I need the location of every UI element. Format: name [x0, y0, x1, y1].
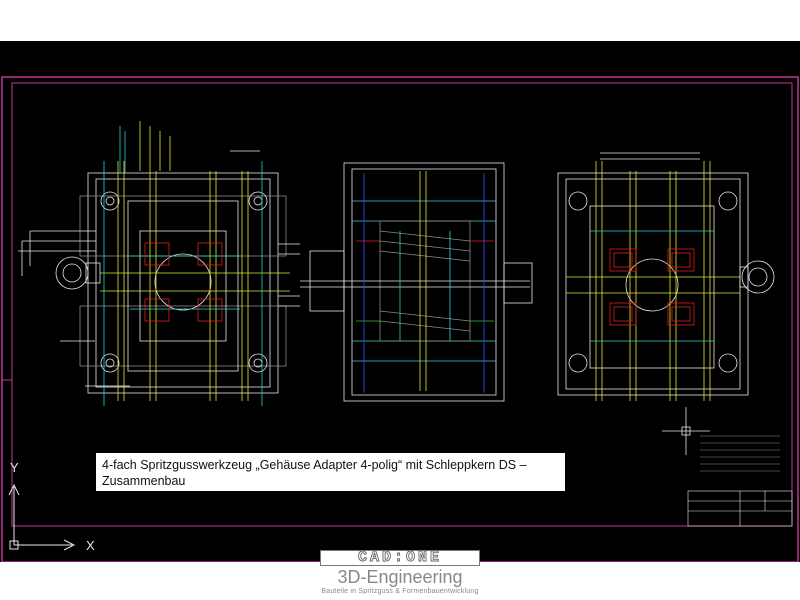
ucs-x-label: X — [86, 538, 95, 553]
logo-subtitle: 3D-Engineering — [337, 567, 463, 587]
front-view — [18, 121, 300, 406]
section-view — [300, 162, 533, 402]
drawing-frame-outer — [1, 76, 799, 562]
company-logo: CAD:ONE 3D-Engineering Bauteile in Sprit… — [312, 550, 488, 600]
title-block — [687, 435, 793, 527]
logo-tagline: Bauteile in Spritzguss & Formenbauentwic… — [321, 588, 479, 595]
drawing-caption: 4-fach Spritzgusswerkzeug „Gehäuse Adapt… — [96, 453, 565, 491]
cad-viewport[interactable]: Y X 4-fach Spritzgusswerkzeug „Gehäuse A… — [0, 41, 800, 562]
logo-brand: CAD:ONE — [320, 550, 480, 566]
ucs-icon — [8, 483, 76, 551]
back-view — [557, 152, 775, 401]
ucs-y-label: Y — [10, 460, 19, 475]
drawing-frame-inner — [11, 82, 793, 527]
cad-drawing: Y X — [1, 76, 799, 562]
crosshair-cursor — [662, 407, 710, 455]
